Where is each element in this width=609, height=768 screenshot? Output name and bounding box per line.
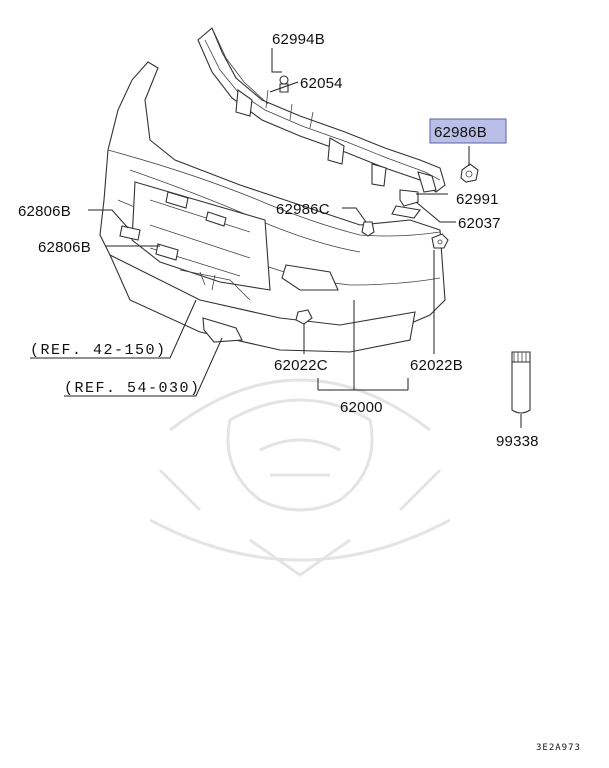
bumper-reinforcement-drawing [197,27,446,193]
highlight-box [429,118,507,144]
fastener-drawings [295,163,479,325]
bumper-cover-drawing [99,61,446,353]
drawing-code: 3E2A973 [536,743,581,753]
label-62022C[interactable]: 62022C [274,357,328,374]
label-62806B-bottom[interactable]: 62806B [38,239,91,256]
label-62994B[interactable]: 62994B [272,31,325,48]
watermark-logo [149,378,451,577]
label-62806B-top[interactable]: 62806B [18,203,71,220]
label-62054[interactable]: 62054 [300,75,343,92]
label-ref-42-150[interactable]: (REF. 42-150) [30,342,167,359]
label-ref-54-030[interactable]: (REF. 54-030) [64,380,201,397]
label-62037[interactable]: 62037 [458,215,501,232]
label-62000[interactable]: 62000 [340,399,383,416]
label-62986C[interactable]: 62986C [276,201,330,218]
adhesive-tube-drawing [511,351,531,414]
leader-lines [30,48,522,428]
label-62022B[interactable]: 62022B [410,357,463,374]
label-99338[interactable]: 99338 [496,433,539,450]
label-62986B[interactable]: 62986B [434,124,487,141]
label-62991[interactable]: 62991 [456,191,499,208]
